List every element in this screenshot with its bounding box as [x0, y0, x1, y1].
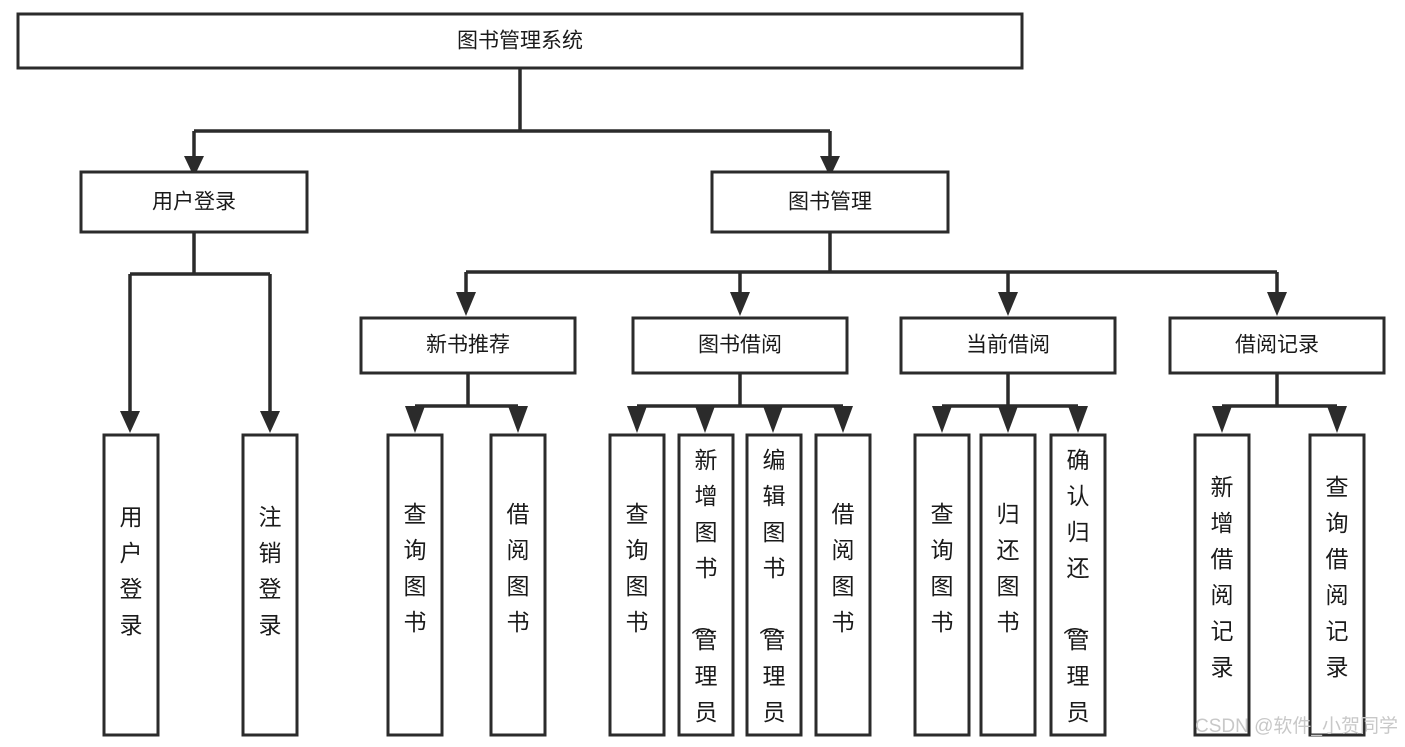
node-leaf-query-book-1-label: 查询图书 — [404, 501, 427, 635]
node-leaf-borrow-book-2[interactable]: 借阅图书 — [814, 433, 872, 737]
node-book-borrow-box[interactable] — [631, 316, 849, 375]
connector-root-to-level1 — [192, 68, 832, 156]
node-current-borrow-box[interactable] — [899, 316, 1117, 375]
node-leaf-logout-login-label: 注销登录 — [259, 504, 282, 638]
node-current-borrow[interactable]: 当前借阅 — [899, 316, 1117, 375]
csdn-watermark: CSDN @软件_小贺同学 — [1195, 715, 1398, 737]
node-leaf-add-book-box[interactable] — [677, 433, 735, 737]
arrowhead-leaf-query-record — [1327, 406, 1347, 433]
arrowhead-leaf-borrow-book-2 — [833, 406, 853, 433]
arrowhead-leaf-edit-book — [763, 406, 783, 433]
node-leaf-add-record-box[interactable] — [1193, 433, 1251, 737]
node-user-login-box[interactable] — [79, 170, 309, 234]
node-leaf-add-book-label: 新增图书（管理员） — [690, 447, 718, 747]
node-book-manage-label: 图书管理 — [788, 191, 872, 214]
node-book-manage[interactable]: 图书管理 — [710, 170, 950, 234]
arrowhead-user-login — [184, 156, 204, 177]
arrowhead-leaf-query-book-2 — [627, 406, 647, 433]
connector-bookmanage-to-level2 — [464, 232, 1279, 292]
node-root[interactable]: 图书管理系统 — [16, 12, 1024, 70]
node-leaf-query-record-label: 查询借阅记录 — [1326, 474, 1349, 680]
node-user-login[interactable]: 用户登录 — [79, 170, 309, 234]
arrowhead-leaf-return-book — [998, 406, 1018, 433]
node-leaf-query-book-1[interactable]: 查询图书 — [386, 433, 444, 737]
connector-newbook-to-leaves — [413, 373, 520, 412]
node-leaf-confirm-return-label: 确认归还（管理员） — [1062, 447, 1090, 747]
arrowhead-leaf-add-book — [695, 406, 715, 433]
node-borrow-record[interactable]: 借阅记录 — [1168, 316, 1386, 375]
arrowhead-book-borrow — [730, 292, 750, 316]
arrowhead-leaf-logout-login — [260, 411, 280, 433]
node-leaf-return-book[interactable]: 归还图书 — [979, 433, 1037, 737]
node-leaf-edit-book[interactable]: 编辑图书（管理员） — [745, 433, 803, 747]
arrowhead-current-borrow — [998, 292, 1018, 316]
node-leaf-add-record[interactable]: 新增借阅记录 — [1193, 433, 1251, 737]
node-leaf-query-book-2-box[interactable] — [608, 433, 666, 737]
node-leaf-return-book-label: 归还图书 — [997, 501, 1020, 635]
node-leaf-user-login-box[interactable] — [102, 433, 160, 737]
node-leaf-query-book-3-box[interactable] — [913, 433, 971, 737]
arrowhead-new-book-recommend — [456, 292, 476, 316]
node-new-book-recommend[interactable]: 新书推荐 — [359, 316, 577, 375]
node-leaf-user-login[interactable]: 用户登录 — [102, 433, 160, 737]
node-leaf-query-record-box[interactable] — [1308, 433, 1366, 737]
node-book-borrow-label: 图书借阅 — [698, 334, 782, 357]
node-new-book-recommend-label: 新书推荐 — [426, 334, 510, 357]
node-leaf-add-book[interactable]: 新增图书（管理员） — [677, 433, 735, 747]
arrowhead-borrow-record — [1267, 292, 1287, 316]
node-book-borrow[interactable]: 图书借阅 — [631, 316, 849, 375]
arrowhead-leaf-user-login — [120, 411, 140, 433]
connector-layer — [120, 68, 1347, 433]
node-borrow-record-box[interactable] — [1168, 316, 1386, 375]
node-leaf-query-book-2-label: 查询图书 — [626, 501, 649, 635]
node-root-label: 图书管理系统 — [457, 30, 583, 53]
node-leaf-logout-login-box[interactable] — [241, 433, 299, 737]
arrowhead-leaf-query-book-3 — [932, 406, 952, 433]
node-leaf-borrow-book-1-label: 借阅图书 — [507, 501, 530, 635]
node-leaf-user-login-label: 用户登录 — [120, 504, 143, 638]
connector-bookborrow-to-leaves — [635, 373, 845, 412]
arrowhead-leaf-borrow-book-1 — [508, 406, 528, 433]
node-leaf-edit-book-label: 编辑图书（管理员） — [758, 447, 786, 747]
node-leaf-return-book-box[interactable] — [979, 433, 1037, 737]
node-leaf-add-record-label: 新增借阅记录 — [1211, 474, 1234, 680]
node-book-manage-box[interactable] — [710, 170, 950, 234]
node-leaf-query-book-3-label: 查询图书 — [931, 501, 954, 635]
arrowhead-book-manage — [820, 156, 840, 177]
node-leaf-query-record[interactable]: 查询借阅记录 — [1308, 433, 1366, 737]
node-user-login-label: 用户登录 — [152, 191, 236, 214]
node-leaf-borrow-book-2-box[interactable] — [814, 433, 872, 737]
node-root-box[interactable] — [16, 12, 1024, 70]
connector-borrowrecord-to-leaves — [1220, 373, 1339, 412]
connector-userlogin-to-leaves — [128, 232, 272, 411]
node-leaf-borrow-book-1-box[interactable] — [489, 433, 547, 737]
node-new-book-recommend-box[interactable] — [359, 316, 577, 375]
node-leaf-query-book-2[interactable]: 查询图书 — [608, 433, 666, 737]
node-leaf-confirm-return-box[interactable] — [1049, 433, 1107, 737]
node-leaf-edit-book-box[interactable] — [745, 433, 803, 737]
arrowhead-leaf-confirm-return — [1068, 406, 1088, 433]
node-leaf-logout-login[interactable]: 注销登录 — [241, 433, 299, 737]
node-borrow-record-label: 借阅记录 — [1235, 334, 1319, 357]
node-leaf-query-book-1-box[interactable] — [386, 433, 444, 737]
leaf-layer: 用户登录 注销登录 查询图书 借阅图书 查询图书 新增图书（管理员） 编辑图书（… — [102, 433, 1366, 747]
node-current-borrow-label: 当前借阅 — [966, 334, 1050, 357]
node-leaf-borrow-book-1[interactable]: 借阅图书 — [489, 433, 547, 737]
node-leaf-confirm-return[interactable]: 确认归还（管理员） — [1049, 433, 1107, 747]
arrowhead-leaf-query-book-1 — [405, 406, 425, 433]
node-leaf-query-book-3[interactable]: 查询图书 — [913, 433, 971, 737]
node-leaf-borrow-book-2-label: 借阅图书 — [832, 501, 855, 635]
arrowhead-leaf-add-record — [1212, 406, 1232, 433]
